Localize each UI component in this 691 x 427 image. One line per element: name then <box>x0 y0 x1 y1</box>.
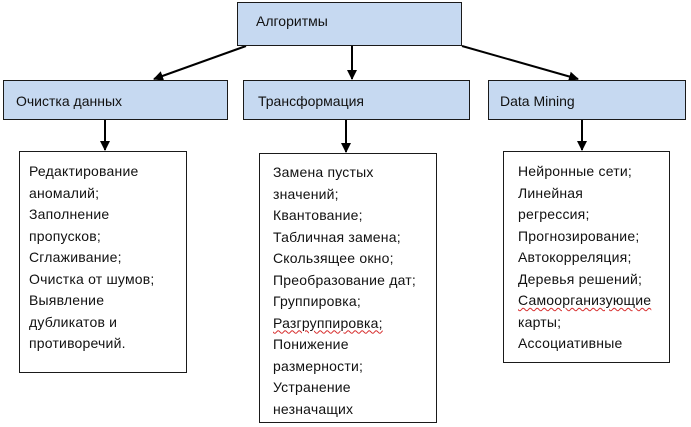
list-item: Замена пустых <box>273 164 374 180</box>
list-item: значений; <box>273 185 339 202</box>
list-item: правила <box>518 355 665 363</box>
list-item: Сглаживание; <box>29 249 122 265</box>
list-datamining: Нейронные сети; Линейная регрессия; Прог… <box>503 151 670 363</box>
root-label: Алгоритмы <box>256 13 328 29</box>
list-item: Преобразование дат; <box>273 271 416 288</box>
list-item: размерности; <box>273 357 364 374</box>
list-item: Автокорреляция; <box>518 249 632 265</box>
list-transform: Замена пустых значений; Квантование; Таб… <box>259 153 437 423</box>
category-datamining: Data Mining <box>488 80 686 120</box>
list-item: Понижение <box>273 336 349 352</box>
list-item: Выявление <box>29 292 105 308</box>
arrow-root-to-cleaning <box>153 45 247 81</box>
category-cleaning-title: Очистка данных <box>16 93 123 109</box>
list-item: Линейная <box>518 184 584 201</box>
list-item: противоречий. <box>29 335 126 351</box>
root-node: Алгоритмы <box>237 2 462 46</box>
list-item: аномалий; <box>29 184 100 201</box>
list-item: карты; <box>518 313 562 330</box>
list-item: Группировка; <box>273 293 361 309</box>
category-transform-title: Трансформация <box>258 93 364 109</box>
list-item: Очистка от шумов; <box>29 270 155 287</box>
category-datamining-title: Data Mining <box>500 93 575 109</box>
list-item: Разгруппировка; <box>273 314 383 331</box>
list-item: Деревья решений; <box>518 270 643 287</box>
list-item: регрессия; <box>518 206 590 222</box>
list-item: Самоорганизующие <box>518 292 652 308</box>
list-item: Квантование; <box>273 207 363 223</box>
list-item: Табличная замена; <box>273 228 401 245</box>
list-item: Нейронные сети; <box>518 163 632 179</box>
list-item: Ассоциативные <box>518 335 623 351</box>
category-transform: Трансформация <box>243 80 470 120</box>
category-cleaning: Очистка данных <box>3 80 228 120</box>
list-item: Устранение <box>273 379 351 395</box>
list-item: дубликатов и <box>29 313 118 330</box>
list-item: Редактирование <box>29 163 139 179</box>
list-item: Прогнозирование; <box>518 227 640 244</box>
list-item: Заполнение <box>29 206 110 222</box>
list-item: Скользящее окно; <box>273 250 394 266</box>
list-item: незначащих <box>273 400 354 417</box>
list-cleaning: Редактирование аномалий; Заполнение проп… <box>19 151 187 373</box>
arrow-root-to-datamining <box>461 45 579 82</box>
list-item: пропусков; <box>29 227 101 244</box>
